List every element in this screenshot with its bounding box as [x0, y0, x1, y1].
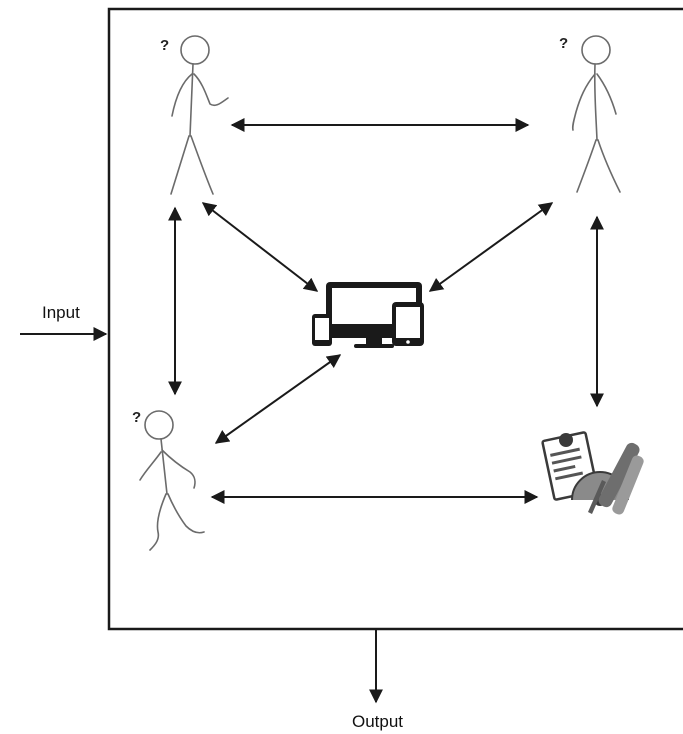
system-box	[107, 7, 683, 631]
unknown-mark: ?	[559, 35, 568, 52]
devices-icon	[312, 282, 424, 348]
stick-figure-icon: ?	[160, 35, 229, 195]
running-figure-icon: ?	[132, 409, 205, 551]
connector-topleft-center	[201, 202, 319, 292]
input-label: Input	[42, 303, 80, 322]
unknown-mark: ?	[160, 37, 169, 54]
unknown-mark: ?	[132, 409, 141, 426]
connector-bottomleft-center	[214, 354, 342, 444]
connector-topright-center	[428, 202, 554, 292]
output-label: Output	[352, 712, 403, 731]
documents-tools-icon	[541, 431, 644, 515]
stick-figure-icon: ?	[559, 35, 621, 193]
